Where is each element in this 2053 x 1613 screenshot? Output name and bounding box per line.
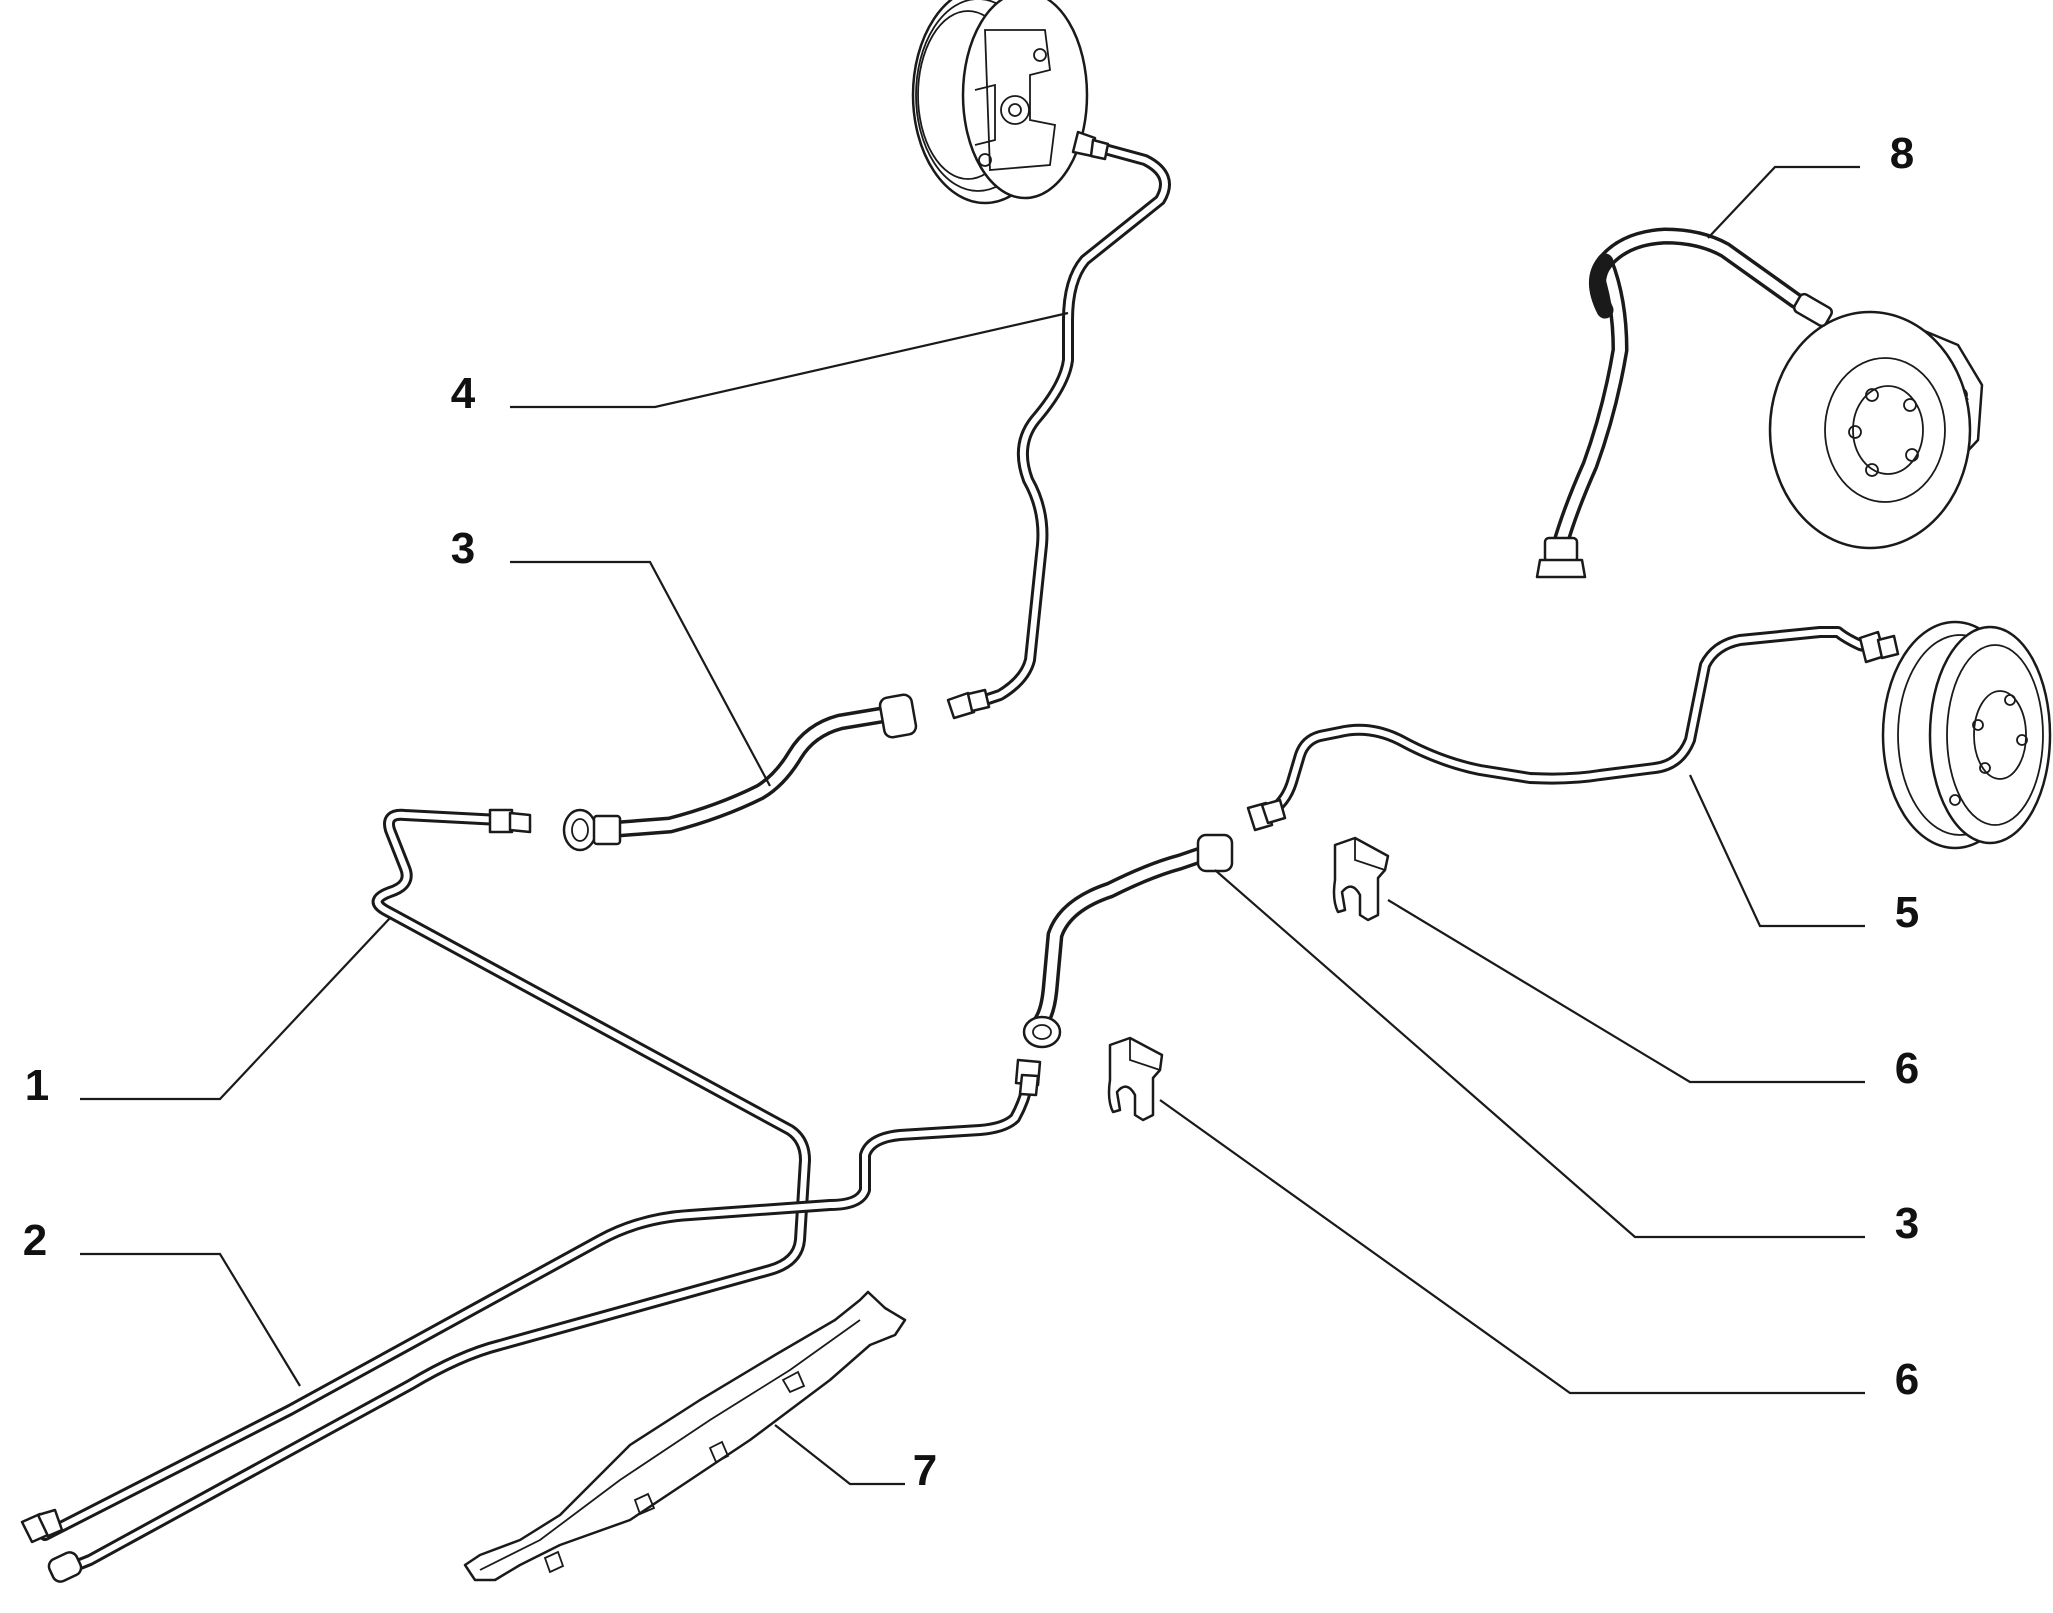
hose-8	[1535, 227, 1834, 579]
leader-lines	[80, 165, 1865, 1486]
callout-3-upper: 3	[451, 524, 475, 573]
pipe-5	[1246, 626, 1900, 832]
pipe-guard-icon	[463, 1290, 907, 1582]
leader-3b	[1214, 869, 1865, 1239]
pipe-clip-upper-icon	[1332, 836, 1390, 922]
leader-5	[1689, 774, 1865, 928]
leader-3a	[510, 560, 771, 787]
rear-left-drum-icon	[911, 0, 1089, 205]
callout-5: 5	[1895, 888, 1919, 937]
callout-8: 8	[1890, 129, 1914, 178]
callout-4: 4	[451, 369, 476, 418]
callout-3-lower: 3	[1895, 1199, 1919, 1248]
leader-1	[80, 917, 391, 1101]
leader-6a	[1387, 899, 1865, 1084]
front-brake-disc-icon	[1768, 310, 1984, 550]
pipe-2	[20, 1058, 1042, 1544]
callout-7: 7	[913, 1446, 937, 1495]
leader-6b	[1159, 1099, 1865, 1395]
rear-right-drum-icon	[1881, 620, 2052, 850]
callout-labels: 4 3 1 2 7 8 5 6 3 6	[23, 129, 1919, 1495]
callout-6-upper: 6	[1895, 1044, 1919, 1093]
callout-6-lower: 6	[1895, 1355, 1919, 1404]
leader-8	[1707, 165, 1860, 239]
leader-7	[774, 1424, 905, 1486]
pipe-4	[946, 130, 1171, 720]
callout-1: 1	[25, 1061, 49, 1110]
pipe-1	[47, 808, 811, 1583]
leader-4	[510, 311, 1069, 409]
callout-2: 2	[23, 1216, 47, 1265]
leader-2	[80, 1252, 301, 1387]
pipe-clip-lower-icon	[1107, 1036, 1164, 1122]
hose-3-lower	[1022, 833, 1234, 1049]
hose-3-upper	[562, 693, 918, 852]
